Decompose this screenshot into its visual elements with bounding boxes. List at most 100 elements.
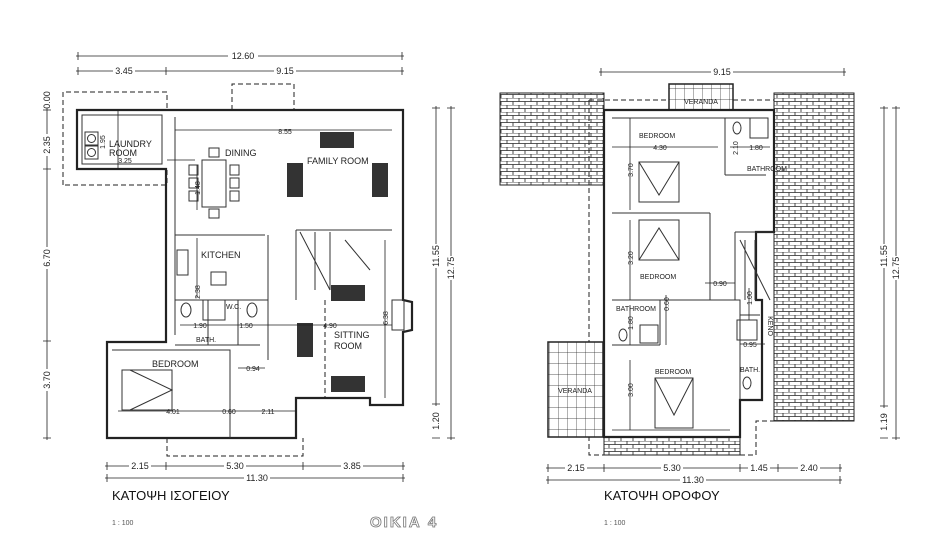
dim-4.01: 4.01 <box>166 409 180 416</box>
dim-2.38: 2.38 <box>195 285 202 299</box>
top-dimensions: 12.60 3.45 9.15 <box>76 51 404 76</box>
roof-overhang-outline <box>62 83 304 457</box>
room-sitting-2: ROOM <box>334 341 362 351</box>
dim-1.90: 1.90 <box>193 323 207 330</box>
ground-floor-plan: 12.60 3.45 9.15 0.00 2.35 6.70 3.70 11.5… <box>42 51 456 531</box>
dim-12.60: 12.60 <box>232 51 255 61</box>
room-sitting: SITTING <box>334 330 370 340</box>
bed-icon <box>121 369 174 411</box>
dim-1.19: 1.19 <box>879 413 889 431</box>
dim-1.50: 1.50 <box>239 323 253 330</box>
dim-11.55: 11.55 <box>879 245 889 267</box>
dim-1.95: 1.95 <box>100 135 107 149</box>
veranda-top <box>668 83 734 111</box>
dim-3.20: 3.20 <box>628 251 635 265</box>
room-kitchen: KITCHEN <box>201 250 241 260</box>
roof-tiles-left <box>499 92 605 186</box>
ground-floor-scale: 1 : 100 <box>112 520 134 527</box>
dim-0.94: 0.94 <box>246 366 260 373</box>
upper-staircase <box>739 239 771 301</box>
dim-5.30: 5.30 <box>663 463 681 473</box>
room-laundry-2: ROOM <box>109 148 137 158</box>
room-bathroom-1: BATHROOM <box>747 166 787 173</box>
dim-4.90: 4.90 <box>323 323 337 330</box>
dim-2.35: 2.35 <box>42 136 52 154</box>
dim-2.15: 2.15 <box>131 461 149 471</box>
dim-6.38: 6.38 <box>383 311 390 325</box>
right-dimensions: 11.55 12.75 1.20 <box>431 106 456 440</box>
dim-0.60: 0.60 <box>222 409 236 416</box>
dim-12.75: 12.75 <box>446 257 456 280</box>
kitchen-sink-icon <box>176 249 227 286</box>
dim-0.90: 0.90 <box>713 281 727 288</box>
upper-floor-title: ΚΑΤΟΨΗ ΟΡΟΦΟΥ <box>604 488 720 503</box>
upper-floor-plan: 9.15 VERANDA BEDROOM BATHROOM BED <box>499 67 901 527</box>
dim-0.60: 0.60 <box>664 297 671 311</box>
upper-roof-outline <box>588 99 774 456</box>
dim-5.30: 5.30 <box>226 461 244 471</box>
laundry-inner-wall <box>81 114 163 165</box>
upper-floor-scale: 1 : 100 <box>604 520 626 527</box>
dim-3.25: 3.25 <box>118 158 132 165</box>
interior-dimension-lines <box>117 110 392 412</box>
upper-toilets-icon <box>618 117 769 390</box>
dim-2.40: 2.40 <box>800 463 818 473</box>
dim-4.30: 4.30 <box>653 145 667 152</box>
dim-9.15: 9.15 <box>276 66 294 76</box>
ground-exterior-walls <box>75 108 414 440</box>
roof-tiles-right <box>773 92 855 422</box>
dim-2.10: 2.10 <box>733 141 740 155</box>
room-bath: BATH. <box>196 337 216 344</box>
fireplace-icon <box>391 299 405 331</box>
dim-3.70: 3.70 <box>42 371 52 389</box>
bottom-dimensions: 2.15 5.30 3.85 11.30 <box>105 461 405 483</box>
dim-11.30: 11.30 <box>246 473 268 483</box>
room-void: ΚΕΝΟ <box>766 316 773 336</box>
dim-1.48: 1.48 <box>195 181 202 195</box>
room-bathroom-2: BATHROOM <box>616 306 656 313</box>
sofas-icon <box>287 132 388 392</box>
dim-3.70: 3.70 <box>628 163 635 177</box>
dim-3.85: 3.85 <box>343 461 361 471</box>
interior-walls <box>112 117 392 438</box>
dim-9.15: 9.15 <box>713 67 731 77</box>
room-bath-3: BATH. <box>740 367 760 374</box>
dim-3.45: 3.45 <box>115 66 133 76</box>
room-veranda-top: VERANDA <box>684 99 718 106</box>
room-bedroom-3: BEDROOM <box>655 369 691 376</box>
dim-1.20: 1.20 <box>431 412 441 430</box>
room-bedroom-2: BEDROOM <box>640 274 676 281</box>
room-family: FAMILY ROOM <box>307 156 369 166</box>
room-laundry: LAUNDRY <box>109 139 152 149</box>
dim-1.80: 1.80 <box>749 145 763 152</box>
upper-interior-walls <box>612 117 774 400</box>
dim-0.00: 0.00 <box>42 91 52 109</box>
dim-2.11: 2.11 <box>261 409 274 416</box>
dim-11.30: 11.30 <box>682 475 704 485</box>
room-bedroom-1: BEDROOM <box>639 133 675 140</box>
dim-11.55: 11.55 <box>431 245 441 267</box>
roof-tiles-bottom <box>603 436 741 456</box>
dim-6.70: 6.70 <box>42 249 52 267</box>
room-wc: W.C. <box>226 304 241 311</box>
upper-exterior-walls <box>602 108 776 439</box>
dim-12.75: 12.75 <box>891 257 901 280</box>
dim-0.95: 0.95 <box>743 342 757 349</box>
room-dining: DINING <box>225 148 257 158</box>
dim-8.55: 8.55 <box>278 129 292 136</box>
upper-beds-icon <box>638 161 694 429</box>
dim-1.00: 1.00 <box>747 291 754 305</box>
room-bedroom: BEDROOM <box>152 359 199 369</box>
upper-interior-dimension-lines <box>612 118 770 431</box>
washing-machines-icon <box>84 131 99 160</box>
dim-1.45: 1.45 <box>750 463 768 473</box>
staircase <box>299 231 371 291</box>
dim-2.15: 2.15 <box>567 463 585 473</box>
dim-3.00: 3.00 <box>628 383 635 397</box>
left-dimensions: 0.00 2.35 6.70 3.70 <box>42 91 52 440</box>
ground-floor-title: ΚΑΤΟΨΗ ΙΣΟΓΕΙΟΥ <box>112 488 230 503</box>
dim-1.80-b: 1.80 <box>628 316 635 330</box>
toilets-icon <box>180 299 258 321</box>
project-logo: ΟΙΚΙΑ 4 <box>370 514 438 531</box>
